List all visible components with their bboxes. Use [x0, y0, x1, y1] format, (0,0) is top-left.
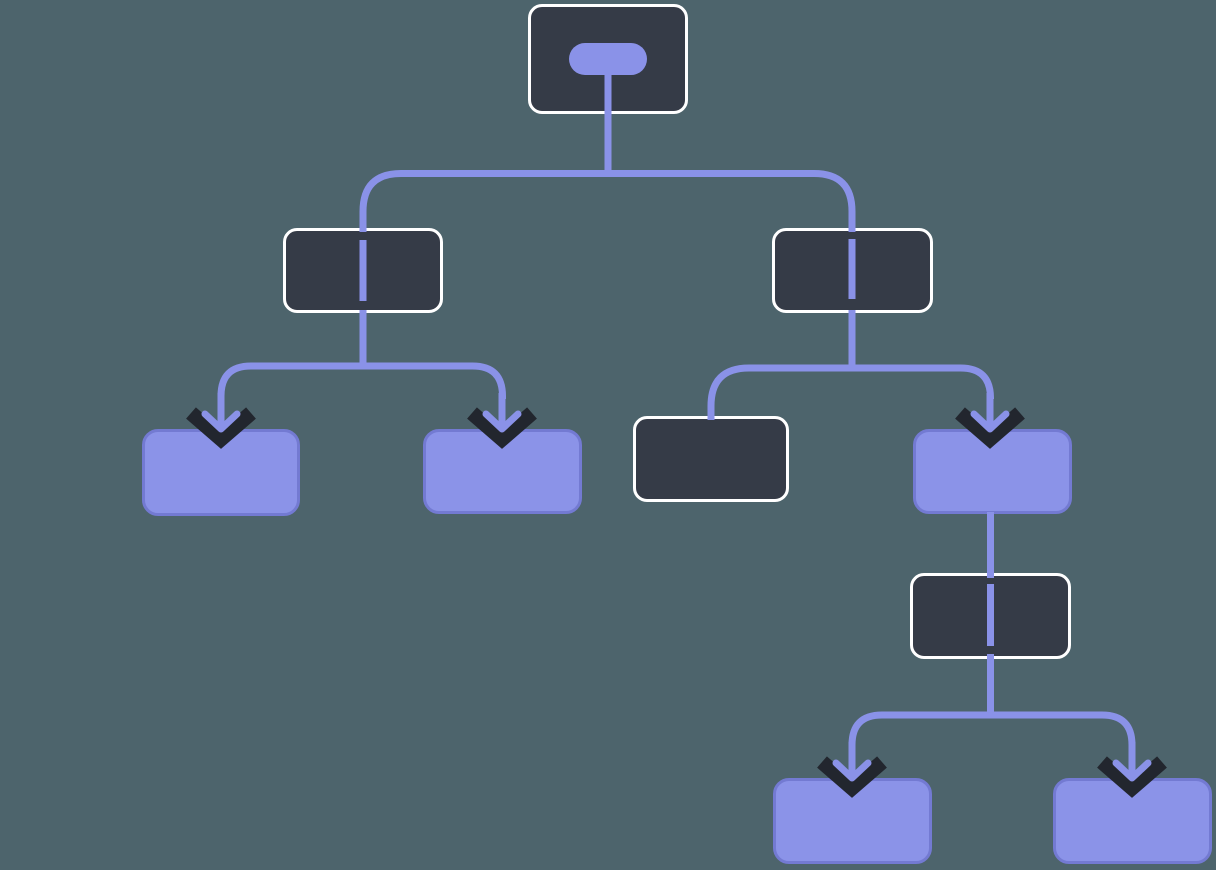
- node-branch-left[interactable]: [283, 228, 443, 313]
- node-leaf-bottom-left[interactable]: [773, 778, 932, 864]
- node-branch-right[interactable]: [772, 228, 933, 313]
- node-junction-bottom[interactable]: [910, 573, 1071, 659]
- node-root[interactable]: [528, 4, 688, 114]
- node-leaf-left-2[interactable]: [423, 429, 582, 514]
- connector-left-branch-split: [217, 310, 506, 399]
- start-pill: [569, 43, 647, 75]
- node-leaf-left-1[interactable]: [142, 429, 300, 516]
- node-leaf-bottom-right[interactable]: [1053, 778, 1212, 864]
- node-leaf-mid-right[interactable]: [913, 429, 1072, 514]
- connector-bottom-split: [848, 654, 1136, 748]
- node-mid-dark[interactable]: [633, 416, 789, 502]
- connector-right-branch-split: [707, 310, 994, 420]
